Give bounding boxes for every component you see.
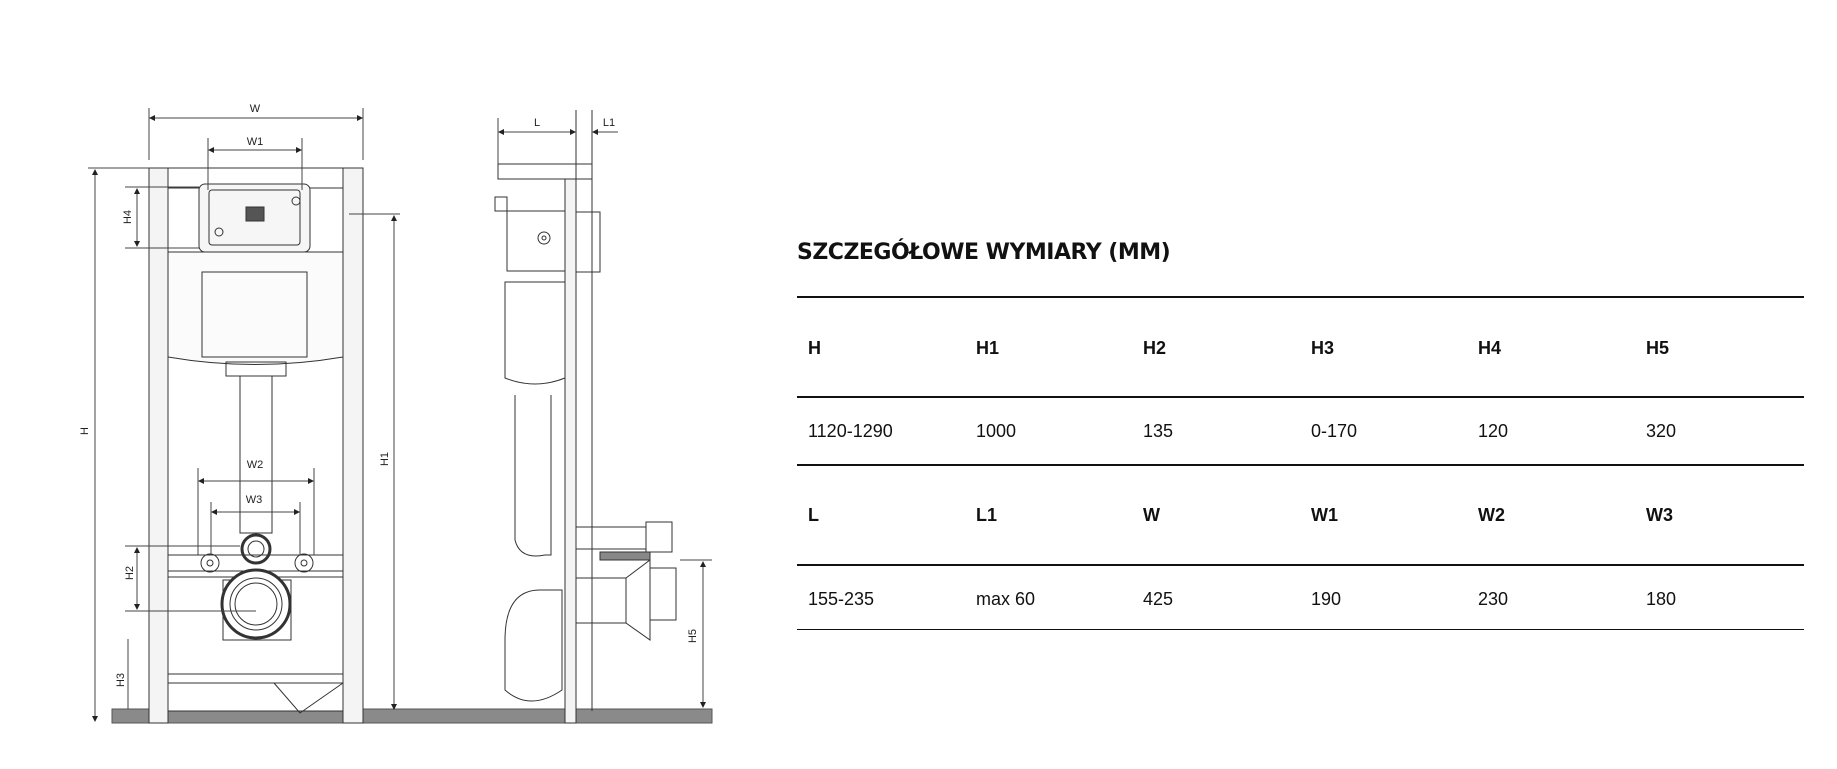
- header-cell: W1: [1311, 505, 1338, 525]
- side-view: [494, 110, 677, 724]
- label-h3: H3: [115, 673, 127, 687]
- table-title: SZCZEGÓŁOWE WYMIARY (MM): [797, 240, 1171, 265]
- divider: [797, 396, 1804, 398]
- label-w2: W2: [247, 459, 264, 471]
- value-cell: 180: [1646, 589, 1677, 609]
- header-cell: H2: [1143, 338, 1167, 358]
- divider: [797, 564, 1804, 566]
- divider: [797, 296, 1804, 298]
- value-cell: 230: [1478, 589, 1509, 609]
- label-w3: W3: [246, 494, 263, 506]
- label-h: H: [79, 427, 91, 435]
- value-cell: 155-235: [808, 589, 875, 609]
- label-h4: H4: [122, 210, 134, 224]
- header-cell: W: [1143, 505, 1160, 525]
- header-row: H H1 H2 H3 H4 H5: [797, 338, 1804, 362]
- value-cell: 0-170: [1311, 421, 1358, 441]
- value-row: 1120-1290 1000 135 0-170 120 320: [797, 421, 1804, 445]
- label-h5: H5: [687, 629, 699, 643]
- header-cell: L1: [976, 505, 998, 525]
- front-view: [148, 167, 364, 724]
- header-row: L L1 W W1 W2 W3: [797, 505, 1804, 529]
- value-row: 155-235 max 60 425 190 230 180: [797, 589, 1804, 613]
- label-w: W: [250, 103, 261, 115]
- header-cell: H3: [1311, 338, 1335, 358]
- header-cell: W3: [1646, 505, 1673, 525]
- label-l: L: [534, 117, 540, 129]
- value-cell: 190: [1311, 589, 1342, 609]
- header-cell: W2: [1478, 505, 1505, 525]
- label-w1: W1: [247, 136, 264, 148]
- value-cell: 120: [1478, 421, 1509, 441]
- header-cell: H1: [976, 338, 1000, 358]
- value-cell: 1120-1290: [808, 421, 893, 441]
- divider: [797, 629, 1804, 630]
- label-h1: H1: [379, 452, 391, 466]
- header-cell: H: [808, 338, 821, 358]
- dimension-lines: [88, 108, 712, 722]
- value-cell: 135: [1143, 421, 1174, 441]
- value-cell: 425: [1143, 589, 1174, 609]
- value-cell: 1000: [976, 421, 1017, 441]
- header-cell: H4: [1478, 338, 1502, 358]
- label-l1: L1: [603, 117, 615, 129]
- value-cell: 320: [1646, 421, 1677, 441]
- divider: [797, 464, 1804, 466]
- floor: [111, 708, 713, 724]
- label-h2: H2: [124, 566, 136, 580]
- header-cell: L: [808, 505, 819, 525]
- value-cell: max 60: [976, 589, 1036, 609]
- header-cell: H5: [1646, 338, 1670, 358]
- dimension-labels: W W1 W2 W3 H H4 H1 H2 H3 H5 L L1: [79, 103, 699, 687]
